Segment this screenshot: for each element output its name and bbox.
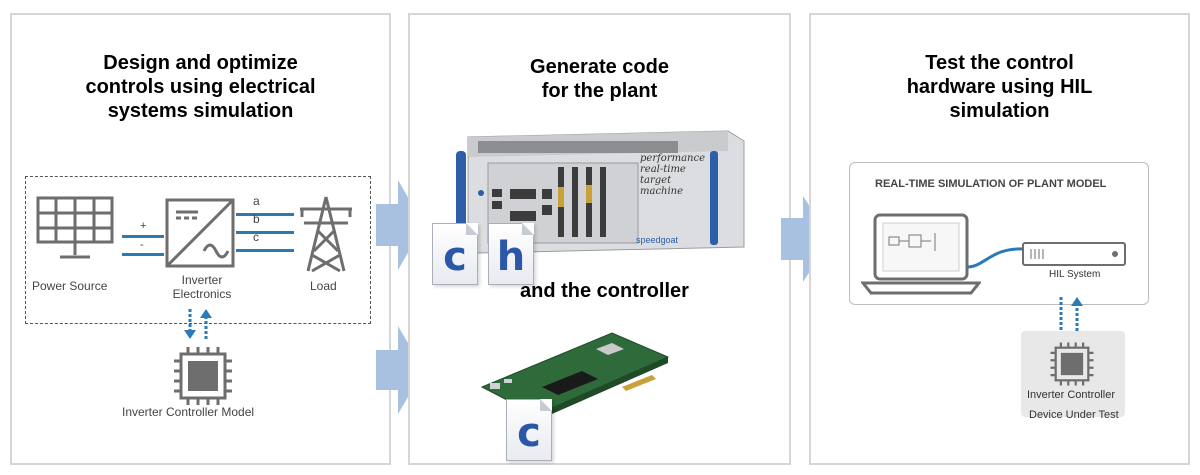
inverter-icon [165, 198, 235, 268]
controller-model-label: Inverter Controller Model [122, 405, 255, 419]
c-file-letter: c [443, 234, 467, 280]
dc-plus-line [122, 235, 164, 238]
panel-hil: Test the control hardware using HIL simu… [809, 13, 1190, 465]
c-controller-file-icon: c [506, 399, 552, 461]
inverter-label: Inverter Electronics [172, 273, 232, 301]
minus-sign: - [140, 239, 144, 251]
device-under-test-label: Device Under Test [1029, 409, 1119, 421]
c-controller-file-letter: c [517, 410, 541, 456]
phase-c-label: c [253, 230, 259, 244]
system-dashed-box [25, 176, 371, 324]
phase-b-line [236, 231, 294, 234]
panel-design: Design and optimize controls using elect… [10, 13, 391, 465]
dc-minus-line [122, 253, 164, 256]
inverter-controller-label: Inverter Controller [1027, 389, 1116, 401]
c-source-file-icon: c [432, 223, 478, 285]
h-header-file-icon: h [488, 223, 534, 285]
flow-arrow-plant [376, 180, 424, 270]
phase-a-label: a [253, 194, 260, 208]
phase-a-line [236, 213, 294, 216]
target-machine-text: performance real-time target machine [640, 153, 706, 197]
flow-arrow-controller [376, 326, 424, 414]
bidirectional-signal-arrows [184, 309, 212, 339]
load-label: Load [310, 279, 337, 293]
phase-c-line [236, 249, 294, 252]
hil-system-label: HIL System [1049, 269, 1101, 280]
hil-system-icon [1022, 242, 1126, 266]
controller-chip-icon [174, 347, 232, 405]
hil-connection-cable [966, 247, 1026, 269]
h-file-letter: h [496, 234, 526, 280]
solar-panel-icon [36, 196, 114, 259]
real-time-simulation-title: REAL-TIME SIMULATION OF PLANT MODEL [875, 178, 1107, 190]
panel-codegen-title: Generate code for the plant [530, 56, 669, 102]
phase-b-label: b [253, 212, 260, 226]
panel-codegen: Generate code for the plant performance … [408, 13, 791, 465]
flow-arrow-test [781, 196, 831, 282]
controller-circuit-board-image [480, 332, 670, 421]
laptop-icon [861, 213, 981, 295]
speedgoat-brand: speedgoat [636, 235, 679, 245]
controller-caption: and the controller [520, 280, 689, 302]
panel-hil-title: Test the control hardware using HIL simu… [906, 52, 1093, 122]
power-source-label: Power Source [32, 279, 108, 293]
panel-design-title: Design and optimize controls using elect… [85, 52, 316, 122]
real-time-target-machine-image [456, 130, 745, 254]
plus-sign: + [140, 220, 147, 232]
inverter-controller-chip-icon [1050, 342, 1094, 386]
transmission-tower-icon [300, 196, 352, 273]
